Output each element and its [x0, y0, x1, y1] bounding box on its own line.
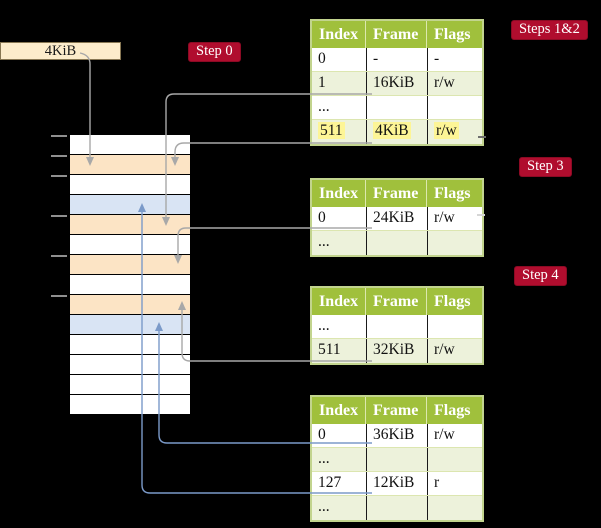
header-frame: Frame: [365, 288, 427, 315]
header-flags: Flags: [426, 180, 480, 207]
table-row: ...: [312, 231, 482, 255]
header-index: Index: [319, 293, 359, 310]
physical-memory-column: [70, 135, 190, 415]
header-frame: Frame: [365, 21, 427, 48]
header-frame: Frame: [365, 397, 427, 424]
table-header: Index Frame Flags: [312, 180, 482, 207]
address-tick: [51, 175, 67, 177]
address-tick: [51, 295, 67, 297]
cr3-box-label: 4KiB: [44, 43, 77, 59]
memory-frame-row: [70, 335, 190, 354]
memory-frame-row: [70, 235, 190, 254]
header-index: Index: [319, 185, 359, 202]
memory-frame-row: [70, 255, 190, 274]
memory-frame-row: [70, 295, 190, 314]
address-tick: [51, 255, 67, 257]
header-flags: Flags: [426, 21, 480, 48]
header-flags: Flags: [426, 288, 480, 315]
header-index: Index: [319, 402, 359, 419]
page-table-level3: Index Frame Flags 0 24KiB r/w ...: [310, 178, 484, 257]
badge-step-0: Step 0: [188, 42, 241, 62]
badge-step-4: Step 4: [514, 266, 567, 286]
table-row: 1 16KiB r/w: [312, 72, 482, 96]
badge-steps-1-2: Steps 1&2: [511, 20, 588, 40]
memory-frame-row: [70, 155, 190, 174]
memory-frame-row: [70, 135, 190, 154]
table-header: Index Frame Flags: [312, 21, 482, 48]
table-row-recursive-entry: 511 4KiB r/w: [312, 120, 482, 144]
memory-frame-row: [70, 195, 190, 214]
address-tick: [51, 215, 67, 217]
page-table-level1: Index Frame Flags 0 36KiB r/w ... 127 12…: [310, 395, 484, 522]
table-row: ...: [312, 315, 482, 339]
table-header: Index Frame Flags: [312, 397, 482, 424]
memory-frame-row: [70, 275, 190, 294]
memory-frame-row: [70, 355, 190, 374]
table-row: 511 32KiB r/w: [312, 339, 482, 363]
memory-frame-row: [70, 215, 190, 234]
table-row: 0 36KiB r/w: [312, 424, 482, 448]
address-tick: [51, 135, 67, 137]
cr3-register-box: 4KiB: [0, 42, 121, 60]
page-table-level4: Index Frame Flags 0 - - 1 16KiB r/w ... …: [310, 19, 484, 146]
memory-frame-row: [70, 395, 190, 414]
memory-frame-row: [70, 175, 190, 194]
table-row: 0 24KiB r/w: [312, 207, 482, 231]
table-row: ...: [312, 96, 482, 120]
table-row: 127 12KiB r: [312, 472, 482, 496]
table-header: Index Frame Flags: [312, 288, 482, 315]
header-flags: Flags: [426, 397, 480, 424]
address-tick: [51, 155, 67, 157]
badge-step-3: Step 3: [519, 157, 572, 177]
header-index: Index: [319, 26, 359, 43]
table-row: ...: [312, 496, 482, 520]
table-row: 0 - -: [312, 48, 482, 72]
page-table-level2: Index Frame Flags ... 511 32KiB r/w: [310, 286, 484, 365]
header-frame: Frame: [365, 180, 427, 207]
table-row: ...: [312, 448, 482, 472]
memory-frame-row: [70, 315, 190, 334]
memory-frame-row: [70, 375, 190, 394]
